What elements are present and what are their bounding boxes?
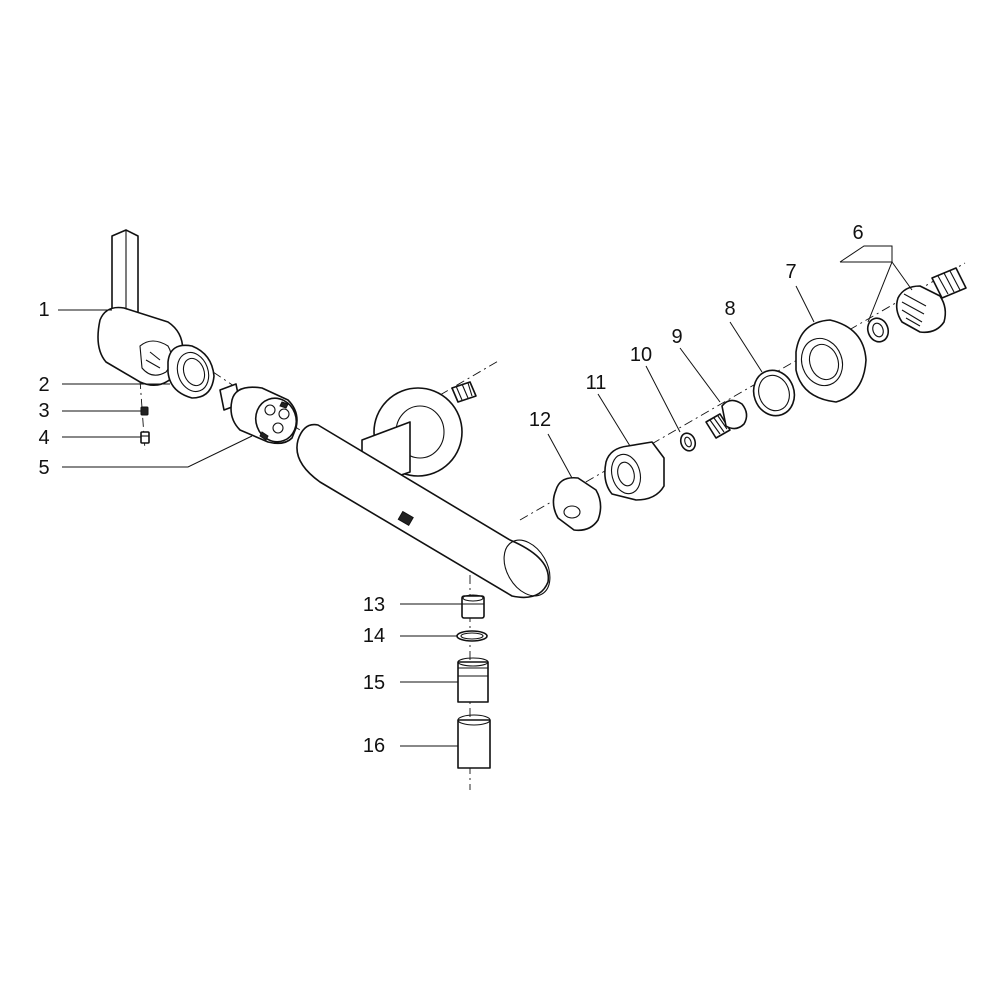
leader-12: [547, 433, 573, 479]
leader-7: [795, 285, 815, 323]
callout-8: 8: [724, 298, 736, 320]
callout-9: 9: [671, 326, 683, 348]
part-10-washer: [679, 432, 697, 452]
callout-5: 5: [38, 457, 50, 479]
part-5-cartridge: [219, 383, 298, 445]
leader-10: [645, 365, 681, 433]
callout-1: 1: [38, 299, 50, 321]
part-1-lever-handle: [97, 229, 184, 386]
part-8-o-ring: [752, 369, 796, 417]
callout-7: 7: [785, 261, 797, 283]
part-14-o-ring: [456, 630, 488, 642]
callout-10: 10: [629, 344, 653, 366]
part-15-adapter: [457, 657, 489, 703]
leader-9: [679, 347, 721, 403]
leader-11: [597, 393, 631, 447]
part-16-sleeve: [457, 714, 491, 769]
part-6-connector-set: [866, 267, 967, 343]
callout-13: 13: [362, 594, 386, 616]
main-valve-body: [296, 381, 551, 599]
leader-8: [729, 321, 763, 373]
part-11-sleeve: [604, 441, 665, 501]
callout-3: 3: [38, 400, 50, 422]
callout-2: 2: [38, 374, 50, 396]
leader-6c: [839, 245, 893, 263]
part-4-grub-screw: [140, 431, 150, 444]
callout-11: 11: [585, 372, 607, 394]
part-2-cap-ring: [167, 344, 215, 399]
part-7-wall-rosette: [795, 319, 867, 403]
part-3-screw: [140, 406, 149, 416]
part-12-rosette-insert: [552, 476, 602, 532]
callout-12: 12: [528, 409, 552, 431]
callout-14: 14: [362, 625, 386, 647]
callout-4: 4: [38, 427, 50, 449]
leader-6b: [891, 261, 913, 291]
callout-16: 16: [362, 735, 386, 757]
part-9-check-valve: [705, 399, 748, 439]
leader-lines: [58, 245, 913, 747]
callout-6: 6: [852, 222, 864, 244]
callout-15: 15: [362, 672, 386, 694]
leader-5: [62, 435, 253, 468]
leader-6a: [840, 261, 893, 323]
part-13-nipple: [461, 594, 485, 619]
